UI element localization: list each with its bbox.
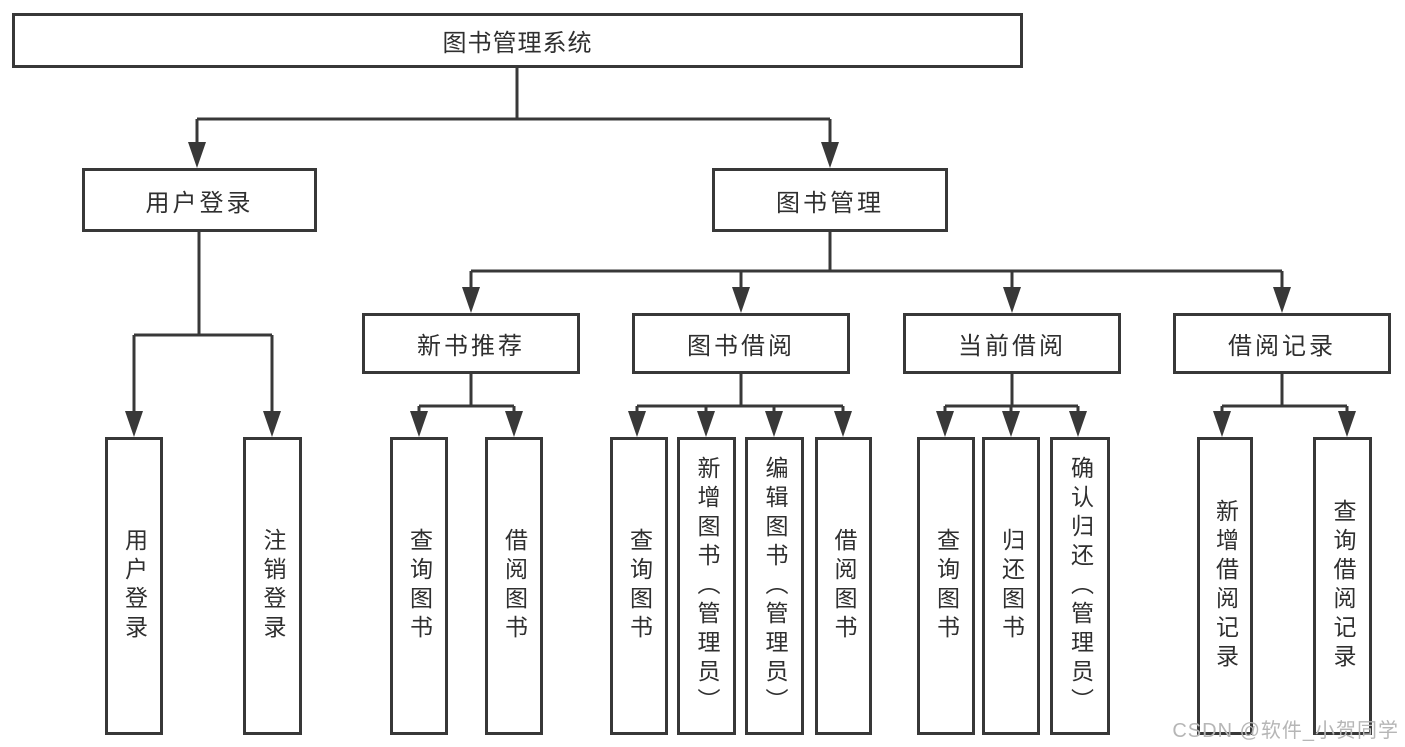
node-leaf-add-borrow-record: 新增借阅记录	[1197, 437, 1253, 735]
node-label: 图书管理系统	[442, 30, 593, 57]
arrow-icon	[936, 411, 954, 437]
arrow-icon	[1213, 411, 1231, 437]
arrow-icon	[834, 411, 852, 437]
node-leaf-return-books: 归还图书	[982, 437, 1040, 735]
node-label: 编辑图书（管理员）	[762, 455, 788, 717]
node-borrowing-records: 借阅记录	[1173, 313, 1391, 374]
node-book-borrowing: 图书借阅	[632, 313, 850, 374]
node-leaf-borrow-books: 借阅图书	[815, 437, 872, 735]
arrow-icon	[125, 411, 143, 437]
arrow-icon	[821, 142, 839, 168]
arrow-icon	[410, 411, 428, 437]
node-new-book-recommendation: 新书推荐	[362, 313, 580, 374]
node-label: 用户登录	[145, 189, 254, 217]
node-label: 借阅记录	[1228, 333, 1336, 360]
arrow-icon	[1003, 287, 1021, 313]
node-label: 查询图书	[406, 528, 433, 644]
node-leaf-user-login: 用户登录	[105, 437, 163, 735]
arrow-icon	[1069, 411, 1087, 437]
node-label: 新增借阅记录	[1212, 499, 1239, 673]
node-label: 新增图书（管理员）	[694, 455, 720, 717]
node-label: 查询图书	[626, 528, 653, 644]
node-leaf-add-book-admin: 新增图书（管理员）	[677, 437, 736, 735]
node-label: 图书管理	[776, 189, 884, 217]
node-label: 查询图书	[933, 528, 960, 644]
node-leaf-edit-book-admin: 编辑图书（管理员）	[745, 437, 804, 735]
node-label: 当前借阅	[958, 333, 1066, 360]
arrow-icon	[1338, 411, 1356, 437]
node-label: 用户登录	[121, 528, 148, 644]
node-leaf-logout: 注销登录	[243, 437, 302, 735]
node-label: 图书借阅	[687, 333, 795, 360]
node-label: 归还图书	[998, 528, 1025, 644]
arrow-icon	[263, 411, 281, 437]
node-leaf-confirm-return-admin: 确认归还（管理员）	[1050, 437, 1110, 735]
node-leaf-search-borrow-record: 查询借阅记录	[1313, 437, 1372, 735]
node-label: 新书推荐	[417, 333, 525, 360]
node-label: 注销登录	[260, 528, 286, 644]
arrow-icon	[765, 411, 783, 437]
arrow-icon	[1273, 287, 1291, 313]
node-library-management-system: 图书管理系统	[12, 13, 1023, 68]
watermark: CSDN @软件_小贺同学	[1172, 720, 1399, 742]
node-label: 确认归还（管理员）	[1067, 455, 1094, 717]
arrow-icon	[188, 142, 206, 168]
node-current-borrowing: 当前借阅	[903, 313, 1121, 374]
arrow-icon	[505, 411, 523, 437]
arrow-icon	[462, 287, 480, 313]
arrow-icon	[1002, 411, 1020, 437]
node-book-management: 图书管理	[712, 168, 948, 232]
node-label: 查询借阅记录	[1330, 499, 1356, 673]
node-label: 借阅图书	[831, 528, 857, 644]
node-leaf-search-books-current: 查询图书	[917, 437, 975, 735]
node-leaf-borrow-books-recommend: 借阅图书	[485, 437, 543, 735]
node-leaf-search-books-recommend: 查询图书	[390, 437, 448, 735]
arrow-icon	[732, 287, 750, 313]
arrow-icon	[628, 411, 646, 437]
node-label: 借阅图书	[501, 528, 528, 644]
node-user-login: 用户登录	[82, 168, 317, 232]
arrow-icon	[697, 411, 715, 437]
node-leaf-search-books-borrowing: 查询图书	[610, 437, 668, 735]
